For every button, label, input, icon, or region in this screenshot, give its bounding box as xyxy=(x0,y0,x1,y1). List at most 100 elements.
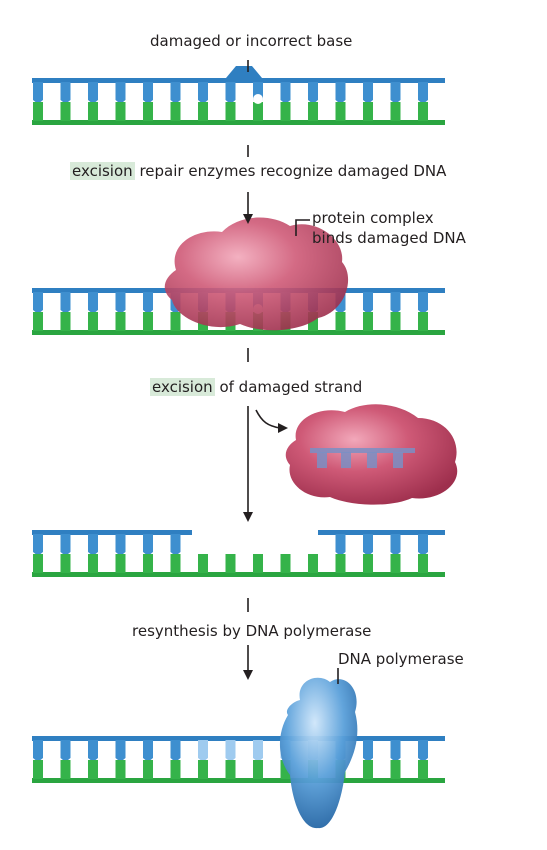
bottom-base xyxy=(115,760,126,779)
top-base xyxy=(390,292,401,310)
top-base xyxy=(198,740,208,758)
bottom-base xyxy=(88,554,98,573)
top-base xyxy=(143,534,153,552)
bottom-base xyxy=(335,102,346,121)
bottom-base xyxy=(60,312,71,331)
top-base xyxy=(390,534,401,552)
top-base xyxy=(33,534,43,552)
top-base xyxy=(143,740,153,758)
damaged-base-bulge xyxy=(226,66,262,78)
bottom-base xyxy=(60,102,71,121)
bottom-base xyxy=(253,554,263,573)
bottom-base xyxy=(33,312,43,331)
top-base xyxy=(418,740,428,758)
dna-resynthesized xyxy=(32,736,445,783)
top-base xyxy=(115,292,126,310)
arrowhead-1 xyxy=(243,214,253,224)
bottom-base xyxy=(88,312,98,331)
bottom-base xyxy=(335,312,346,331)
step3-label: resynthesis by DNA polymerase xyxy=(132,622,372,640)
protein-leader-line xyxy=(295,219,310,236)
top-base xyxy=(88,82,98,100)
top-base xyxy=(253,740,263,758)
bottom-base xyxy=(225,554,236,573)
step1-text: repair enzymes recognize damaged DNA xyxy=(139,162,447,180)
damaged-base-label: damaged or incorrect base xyxy=(150,32,353,50)
curved-arrow xyxy=(255,409,281,429)
bottom-base xyxy=(335,554,346,573)
damaged-base-gap xyxy=(253,94,263,104)
step2-text: of damaged strand xyxy=(219,378,363,396)
protein-complex-bound xyxy=(164,217,349,331)
bottom-base xyxy=(33,102,43,121)
top-base xyxy=(308,82,318,100)
bottom-base xyxy=(390,554,401,573)
top-base xyxy=(88,534,98,552)
excised-base xyxy=(317,452,327,468)
bottom-base xyxy=(363,554,373,573)
bottom-base xyxy=(390,760,401,779)
bottom-base xyxy=(198,554,208,573)
top-base xyxy=(363,534,373,552)
top-base xyxy=(60,740,71,758)
top-base xyxy=(335,534,346,552)
arrowhead-curved xyxy=(278,423,288,433)
dna-gapped xyxy=(32,530,445,577)
bottom-base xyxy=(363,760,373,779)
bottom-base xyxy=(418,312,428,331)
top-backbone xyxy=(318,530,445,535)
top-backbone xyxy=(32,736,445,741)
top-base xyxy=(225,82,236,100)
step1-highlight: excision xyxy=(70,162,135,180)
bottom-base xyxy=(143,760,153,779)
protein-label-line2: binds damaged DNA xyxy=(312,229,466,247)
top-base xyxy=(390,740,401,758)
excised-strand-fragment xyxy=(310,448,415,468)
arrowheads xyxy=(243,214,288,680)
bottom-base xyxy=(253,760,263,779)
step2-highlight: excision xyxy=(150,378,215,396)
bottom-backbone xyxy=(32,120,445,125)
top-base xyxy=(198,82,208,100)
bottom-base xyxy=(33,554,43,573)
top-base xyxy=(60,82,71,100)
bottom-backbone xyxy=(32,330,445,335)
bottom-base xyxy=(418,554,428,573)
bottom-base xyxy=(143,312,153,331)
bottom-base xyxy=(253,102,263,121)
top-backbone xyxy=(32,530,192,535)
top-base xyxy=(88,740,98,758)
bottom-base xyxy=(88,760,98,779)
bottom-base xyxy=(198,760,208,779)
bottom-base xyxy=(390,312,401,331)
top-base xyxy=(60,534,71,552)
top-base xyxy=(115,534,126,552)
bottom-base xyxy=(60,760,71,779)
bottom-base xyxy=(115,312,126,331)
bottom-base xyxy=(170,760,181,779)
top-base xyxy=(335,82,346,100)
top-base xyxy=(33,82,43,100)
top-base xyxy=(60,292,71,310)
bottom-base xyxy=(225,760,236,779)
step1-label: excision repair enzymes recognize damage… xyxy=(70,162,446,180)
top-base xyxy=(143,82,153,100)
top-backbone xyxy=(32,78,445,83)
bottom-base xyxy=(390,102,401,121)
bottom-base xyxy=(60,554,71,573)
bottom-base xyxy=(308,554,318,573)
step2-label: excision of damaged strand xyxy=(150,378,362,396)
bottom-base xyxy=(280,760,291,779)
top-base xyxy=(418,82,428,100)
arrowhead-2 xyxy=(243,512,253,522)
excised-base xyxy=(367,452,377,468)
top-base xyxy=(170,740,181,758)
top-base xyxy=(33,292,43,310)
bottom-base xyxy=(308,312,318,331)
bottom-base xyxy=(280,554,291,573)
bottom-base xyxy=(198,102,208,121)
connector-lines xyxy=(247,60,339,684)
bottom-base xyxy=(33,760,43,779)
bottom-backbone xyxy=(32,778,445,783)
